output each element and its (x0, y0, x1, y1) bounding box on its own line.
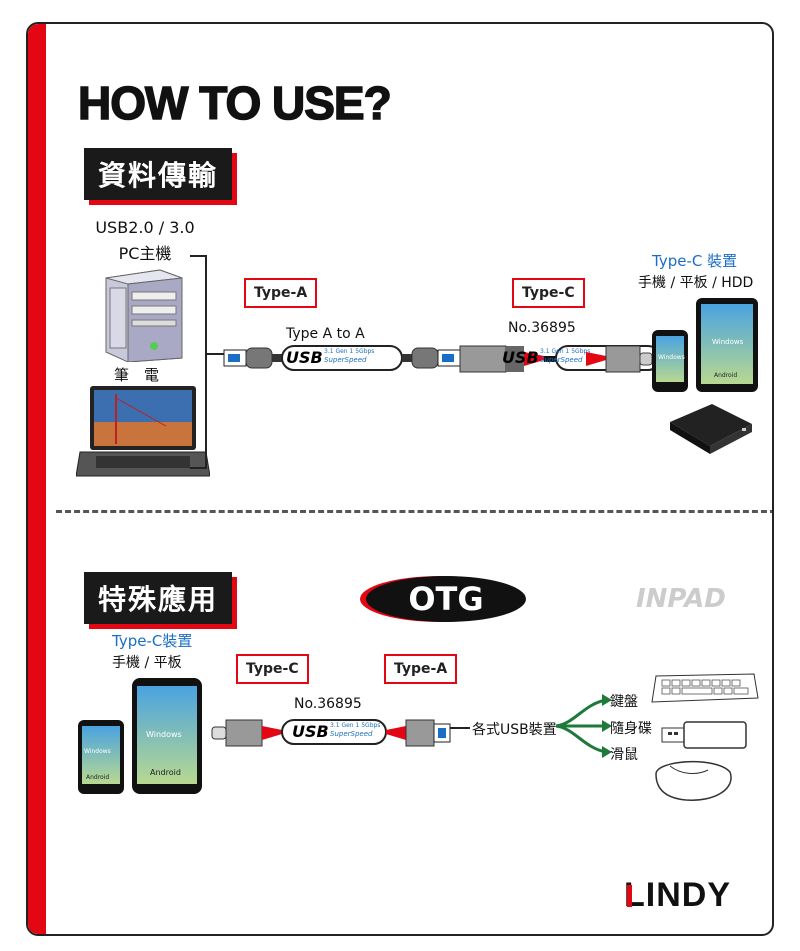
otg-label: OTG (408, 580, 484, 618)
pc-tower-icon (105, 269, 183, 362)
target-device-line2: 手機 / 平板 / HDD (638, 275, 754, 291)
cable-speed-label-3: SuperSpeed (330, 730, 373, 738)
target-device-line1: Type-C 裝置 (652, 252, 738, 270)
cable-speed-label-1: SuperSpeed (324, 356, 367, 364)
hdd-icon (670, 404, 752, 454)
cable-gen-label-2: 3.1 Gen 1 5Gbps (540, 348, 591, 355)
page-title: HOW TO USE? (77, 76, 392, 130)
product-number-1: No.36895 (508, 320, 576, 336)
type-a-label-2: Type-A (384, 654, 458, 684)
usb-devices-label: 各式USB裝置 (472, 722, 557, 738)
otg-device-line1: Type-C裝置 (112, 632, 193, 650)
cable-assembly-2 (211, 719, 451, 747)
laptop-label: 筆 電 (114, 366, 160, 384)
section-label-data-transfer: 資料傳輸 (84, 148, 233, 200)
how-to-use-card: HOW TO USE? 資料傳輸 USB2.0 / 3.0 PC主機 筆 電 T… (26, 22, 774, 936)
section-label-special-use: 特殊應用 (84, 572, 233, 624)
peripheral-keyboard-label: 鍵盤 (610, 694, 638, 710)
cable-usb-label-3: USB (292, 722, 329, 741)
connector-line (450, 727, 470, 729)
cable-gen-label-1: 3.1 Gen 1 5Gbps (324, 348, 375, 355)
otg-device-line2: 手機 / 平板 (112, 655, 182, 671)
type-a-label-1: Type-A (244, 278, 318, 308)
product-number-2: No.36895 (294, 696, 362, 712)
type-c-connector-1 (586, 345, 653, 373)
phone-icon-1: Windows (652, 330, 688, 392)
accent-bar (28, 24, 46, 934)
section-divider (56, 510, 772, 513)
lindy-logo-accent (627, 885, 632, 907)
tablet-icon-2: Windows Android (132, 678, 202, 794)
mouse-icon (655, 761, 732, 801)
keyboard-icon (651, 673, 759, 703)
source-label-line1: USB2.0 / 3.0 (95, 218, 195, 237)
inpad-watermark: INPAD (636, 584, 726, 614)
peripheral-flashdrive-label: 隨身碟 (610, 721, 652, 737)
cable-usb-label-2: USB (502, 348, 539, 367)
adapter-label: Type A to A (286, 326, 365, 342)
laptop-icon (76, 386, 210, 477)
cable-usb-label-1: USB (286, 348, 323, 367)
tablet-icon-1: Windows Android (696, 298, 758, 392)
source-bracket (190, 255, 226, 469)
peripheral-mouse-label: 滑鼠 (610, 747, 638, 763)
otg-badge: OTG (366, 576, 526, 622)
cable-gen-label-3: 3.1 Gen 1 5Gbps (330, 722, 381, 729)
source-label-line2: PC主機 (118, 244, 172, 263)
cable-speed-label-2: SuperSpeed (540, 356, 583, 364)
branch-arrows (555, 694, 612, 758)
flash-drive-icon (661, 721, 747, 749)
type-c-label-2: Type-C (236, 654, 309, 684)
type-c-label-1: Type-C (512, 278, 585, 308)
phone-icon-2: Windows Android (78, 720, 124, 794)
lindy-logo: LINDY (624, 876, 731, 914)
